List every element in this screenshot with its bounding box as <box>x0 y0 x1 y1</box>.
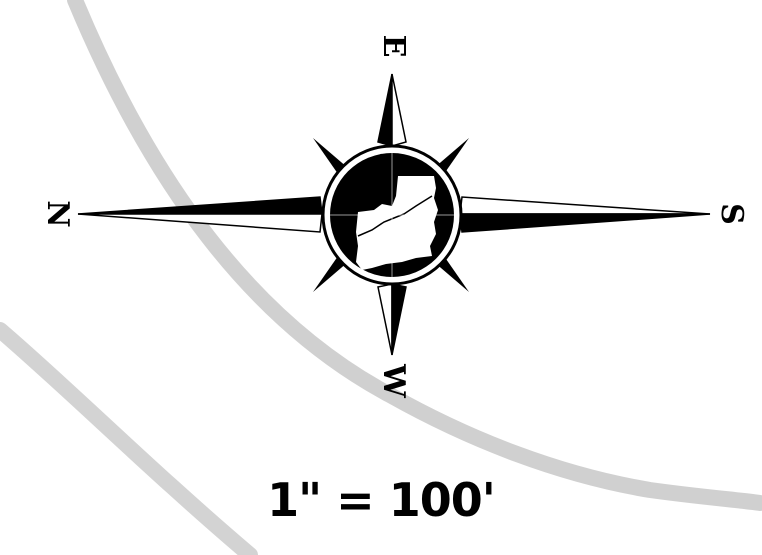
scale-label: 1" = 100' <box>267 473 496 527</box>
point-north-light <box>77 213 323 233</box>
point-south-dark <box>459 213 711 233</box>
point-east-dark <box>377 73 393 147</box>
label-south: S <box>714 203 749 225</box>
point-south-light <box>459 196 711 215</box>
point-west-dark <box>391 283 407 356</box>
compass-center <box>321 144 463 286</box>
point-east-light <box>391 73 407 147</box>
arc-lower <box>0 322 258 555</box>
label-north: N <box>40 200 75 227</box>
map-silhouette <box>356 176 438 270</box>
label-east: E <box>376 35 411 58</box>
point-north-dark <box>77 196 323 215</box>
map-boundary <box>357 195 433 237</box>
label-west: W <box>376 363 411 399</box>
point-west-light <box>377 283 393 356</box>
arc-upper <box>67 0 762 511</box>
